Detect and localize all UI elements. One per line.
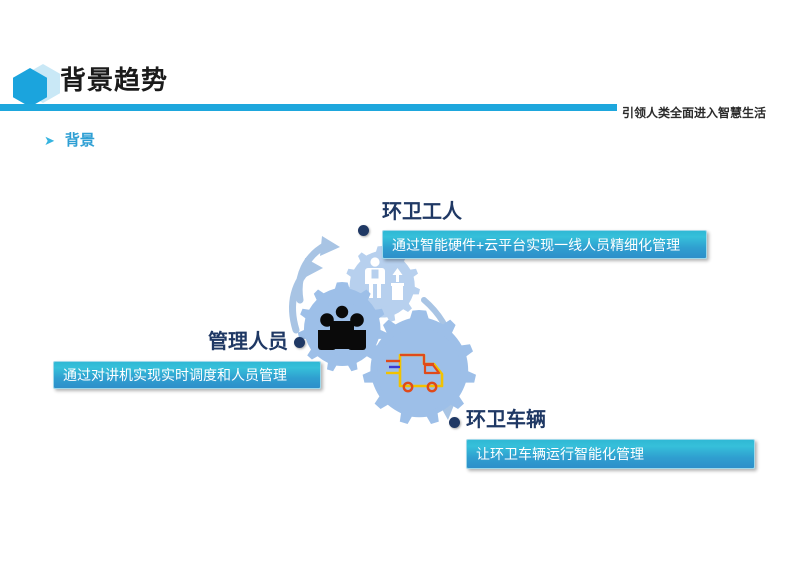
arrow-loop-left — [289, 258, 323, 334]
arrow-bullet-icon: ➤ — [44, 133, 55, 148]
sanitation-worker-icon — [365, 257, 404, 300]
hexagon-logo-icon — [11, 64, 63, 107]
connector-dot-vehicle — [449, 417, 460, 428]
people-group-icon — [318, 305, 366, 350]
page-title: 背景趋势 — [60, 65, 169, 95]
section-bullet: ➤ 背景 — [44, 129, 95, 150]
arrow-manager-to-worker — [295, 236, 340, 304]
header-divider — [0, 104, 617, 111]
connector-dot-manager — [294, 337, 305, 348]
node-title-vehicle: 环卫车辆 — [466, 409, 546, 431]
gear-vehicle — [362, 310, 476, 424]
node-label-worker: 通过智能硬件+云平台实现一线人员精细化管理 — [382, 230, 707, 259]
node-title-manager: 管理人员 — [208, 331, 288, 353]
connector-dot-worker — [358, 225, 369, 236]
node-label-vehicle: 让环卫车辆运行智能化管理 — [466, 439, 755, 469]
node-label-manager: 通过对讲机实现实时调度和人员管理 — [53, 361, 321, 389]
section-bullet-label: 背景 — [64, 132, 95, 149]
node-title-worker: 环卫工人 — [382, 201, 462, 223]
sanitation-truck-icon — [386, 353, 444, 393]
header-tagline: 引领人类全面进入智慧生活 — [622, 106, 767, 120]
